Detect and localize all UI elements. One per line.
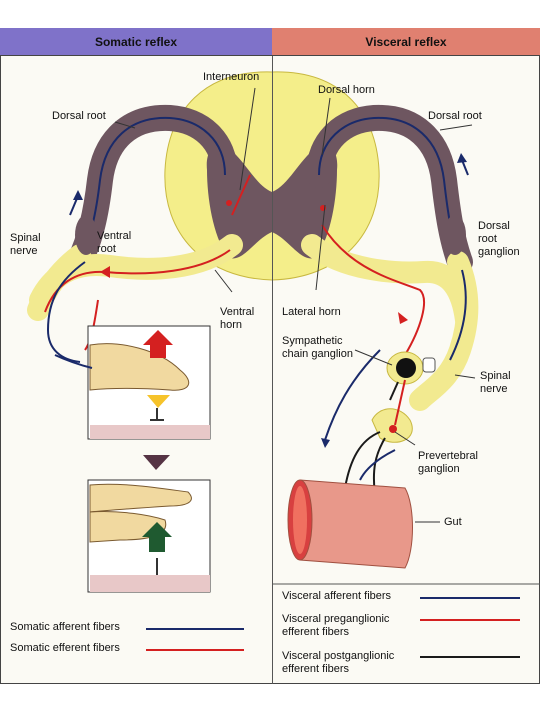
legend-visceral-afferent-label: Visceral afferent fibers: [282, 590, 392, 602]
legend-somatic-efferent-label: Somatic efferent fibers: [10, 642, 120, 654]
legend-somatic-afferent-line: [146, 628, 244, 630]
label-dorsal-horn: Dorsal horn: [318, 84, 375, 96]
legend-visceral-afferent-line: [420, 597, 520, 599]
label-sympathetic-chain-ganglion: Sympathetic chain ganglion: [282, 335, 353, 360]
legend-visceral-postganglionic-line: [420, 656, 520, 658]
legend-visceral-postganglionic-label: Visceral postganglionic efferent fibers: [282, 650, 395, 675]
panel-divider: [272, 56, 273, 684]
label-dorsal-root-left: Dorsal root: [52, 110, 106, 122]
label-gut: Gut: [444, 516, 462, 528]
legend-somatic-afferent-label: Somatic afferent fibers: [10, 621, 120, 633]
dorsal-root-ganglion-left: [75, 215, 97, 255]
label-prevertebral-ganglion: Prevertebral ganglion: [418, 450, 478, 475]
label-spinal-nerve-right: Spinal nerve: [480, 370, 511, 395]
legend-visceral-preganglionic-label: Visceral preganglionic efferent fibers: [282, 613, 390, 638]
label-dorsal-root-right: Dorsal root: [428, 110, 482, 122]
label-dorsal-root-ganglion: Dorsal root ganglion: [478, 220, 520, 258]
legend-visceral-preganglionic-line: [420, 619, 520, 621]
label-spinal-nerve-left: Spinal nerve: [10, 232, 41, 257]
label-interneuron: Interneuron: [203, 71, 260, 83]
legend-somatic-efferent-line: [146, 649, 244, 651]
somatic-reflex-header: Somatic reflex: [0, 28, 272, 56]
label-lateral-horn: Lateral horn: [282, 306, 341, 318]
dorsal-root-ganglion-right: [444, 215, 466, 255]
label-ventral-root: Ventral root: [97, 230, 132, 255]
visceral-reflex-header: Visceral reflex: [272, 28, 540, 56]
label-ventral-horn: Ventral horn: [220, 306, 255, 331]
gut: [299, 479, 413, 569]
